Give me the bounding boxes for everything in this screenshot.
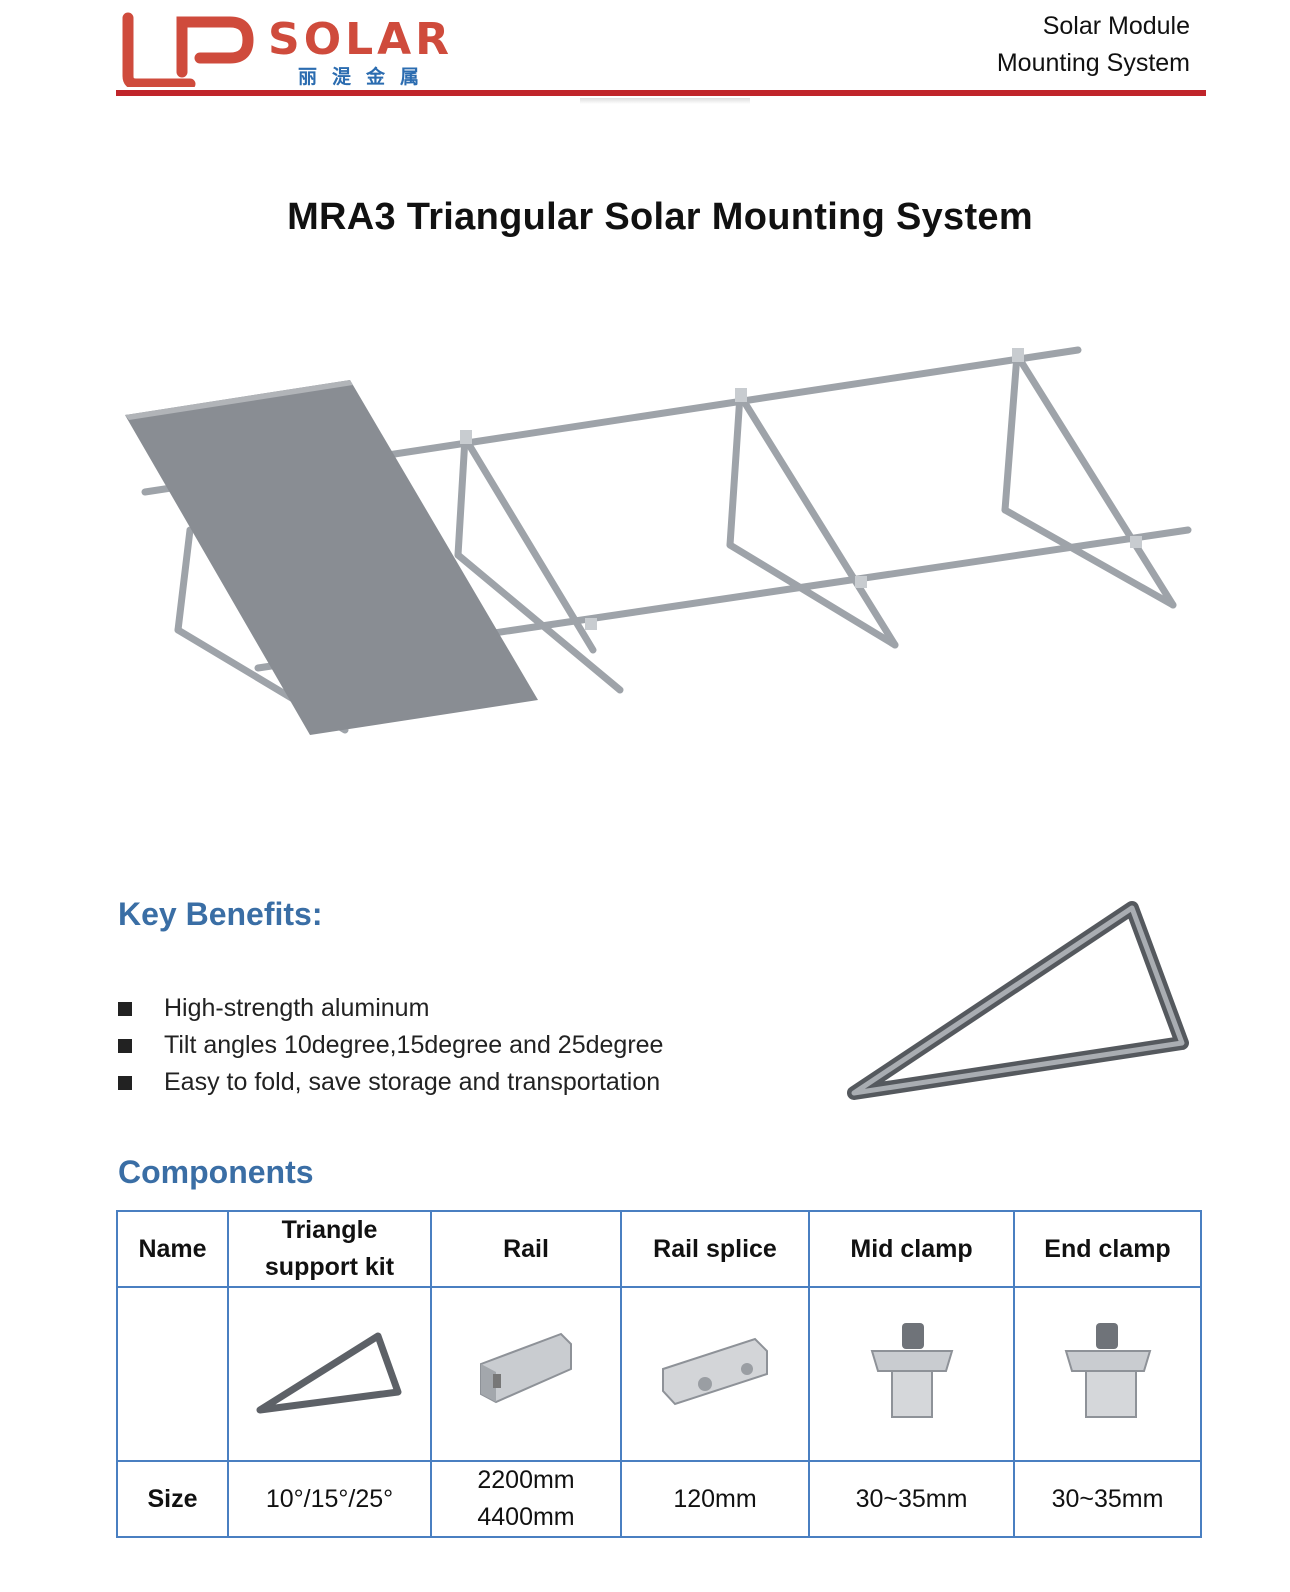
list-item: Tilt angles 10degree,15degree and 25degr…: [118, 1027, 663, 1064]
key-benefits-heading: Key Benefits:: [118, 896, 323, 932]
table-cell: [430, 1286, 622, 1462]
benefit-text: Tilt angles 10degree,15degree and 25degr…: [164, 1031, 664, 1059]
column-header: Mid clamp: [808, 1210, 1015, 1288]
header-line-2: Mounting System: [996, 49, 1190, 77]
column-header: Rail splice: [620, 1210, 810, 1288]
rail-splice-image: [662, 1337, 768, 1406]
column-header: End clamp: [1013, 1210, 1202, 1288]
mounting-system-illustration: [125, 346, 1192, 735]
table-header-row: Name Triangle support kit Rail Rail spli…: [116, 1210, 1202, 1288]
column-header-text: Triangle support kit: [264, 1216, 395, 1281]
rail-image: [480, 1332, 572, 1404]
table-cell: [620, 1286, 810, 1462]
size-cell: 2200mm 4400mm: [430, 1460, 622, 1538]
page-title: MRA3 Triangular Solar Mounting System: [287, 196, 1033, 238]
logo-chinese-text: 丽湜金属: [298, 67, 435, 88]
components-table: Name Triangle support kit Rail Rail spli…: [116, 1210, 1202, 1538]
column-header: Rail: [430, 1210, 622, 1288]
square-bullet-icon: [118, 1075, 132, 1090]
size-cell: 120mm: [620, 1460, 810, 1538]
table-cell: [227, 1286, 432, 1462]
header-divider-shadow: [580, 98, 750, 104]
benefit-text: Easy to fold, save storage and transport…: [164, 1068, 661, 1096]
table-cell: [116, 1286, 229, 1462]
logo-wordmark: SOLAR: [268, 14, 454, 65]
triangle-support-photo: [847, 901, 1189, 1100]
benefit-text: High-strength aluminum: [164, 994, 430, 1022]
size-value: 2200mm: [477, 1466, 575, 1494]
triangle-support-kit-image: [256, 1332, 401, 1414]
table-row: Size 10°/15°/25° 2200mm 4400mm 120mm 30~…: [116, 1460, 1202, 1538]
size-cell: 30~35mm: [1013, 1460, 1202, 1538]
list-item: Easy to fold, save storage and transport…: [118, 1064, 663, 1101]
list-item: High-strength aluminum: [118, 990, 663, 1027]
square-bullet-icon: [118, 1001, 132, 1016]
end-clamp-image: [1064, 1323, 1151, 1418]
table-cell: [808, 1286, 1015, 1462]
components-heading: Components: [118, 1154, 314, 1190]
size-value: 4400mm: [477, 1503, 575, 1531]
benefits-list: High-strength aluminum Tilt angles 10deg…: [118, 990, 663, 1101]
mid-clamp-image: [870, 1323, 953, 1418]
size-cell: 30~35mm: [808, 1460, 1015, 1538]
table-row: [116, 1286, 1202, 1462]
column-header: Name: [116, 1210, 229, 1288]
size-cell: 10°/15°/25°: [227, 1460, 432, 1538]
header-divider: [116, 90, 1206, 96]
square-bullet-icon: [118, 1038, 132, 1053]
size-label: Size: [116, 1460, 229, 1538]
lp-logo-mark: [122, 12, 254, 87]
header-document-type: Solar Module Mounting System: [997, 8, 1190, 82]
company-logo: SOLAR 丽湜金属: [120, 12, 500, 92]
table-cell: [1013, 1286, 1202, 1462]
column-header: Triangle support kit: [227, 1210, 432, 1288]
header-line-1: Solar Module: [1042, 12, 1190, 40]
